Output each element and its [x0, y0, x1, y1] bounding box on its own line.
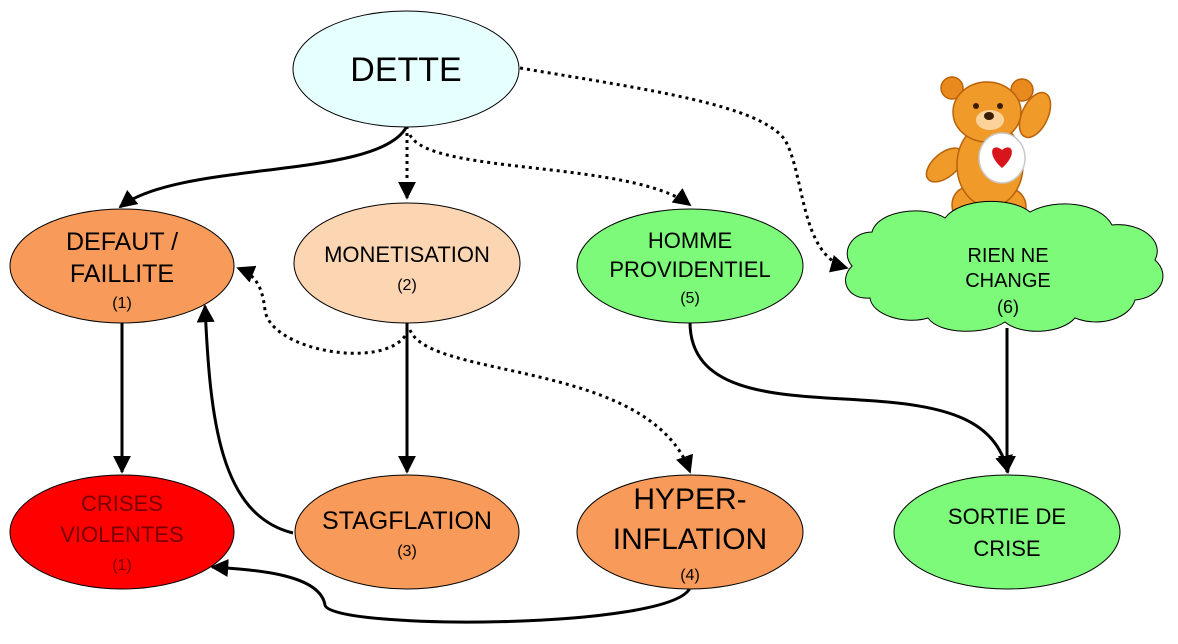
node-homme-line2: PROVIDENTIEL	[609, 257, 770, 282]
node-dette-label: DETTE	[350, 51, 461, 89]
node-hyper: HYPER- INFLATION (4)	[576, 474, 804, 590]
edge-monetisation-hyper	[408, 329, 693, 474]
node-stagflation-number: (3)	[397, 543, 417, 560]
node-hyper-line1: HYPER-	[633, 483, 746, 516]
node-hyper-line2: INFLATION	[613, 523, 767, 556]
node-monetisation-number: (2)	[397, 277, 417, 294]
node-rien-number: (6)	[997, 297, 1019, 317]
node-crises-line2: VIOLENTES	[60, 522, 183, 547]
node-crises: CRISES VIOLENTES (1)	[9, 474, 235, 590]
node-defaut-line1: DEFAUT /	[66, 228, 178, 256]
edge-dette-rien	[519, 66, 849, 273]
node-defaut-number: (1)	[112, 295, 132, 312]
node-stagflation-line1: STAGFLATION	[322, 507, 492, 535]
node-sortie-line2: CRISE	[973, 536, 1040, 561]
node-stagflation-shape	[294, 474, 520, 590]
node-dette-shape	[292, 10, 520, 128]
node-defaut-shape	[9, 208, 235, 324]
node-monetisation: MONETISATION (2)	[293, 202, 521, 324]
node-sortie: SORTIE DE CRISE	[893, 474, 1121, 590]
node-homme: HOMME PROVIDENTIEL (5)	[576, 208, 804, 324]
node-sortie-shape	[893, 474, 1121, 590]
node-homme-shape	[576, 208, 804, 324]
node-dette: DETTE	[292, 10, 520, 128]
node-rien-line1: RIEN NE	[967, 245, 1048, 267]
edge-stagflation-defaut	[196, 304, 294, 535]
node-monetisation-line1: MONETISATION	[324, 242, 490, 267]
node-crises-line1: CRISES	[81, 491, 163, 516]
node-hyper-shape	[576, 474, 804, 590]
care-bear-heart-icon	[925, 76, 1052, 226]
node-stagflation: STAGFLATION (3)	[294, 474, 520, 590]
node-homme-line1: HOMME	[648, 228, 732, 253]
edge-hyper-crises	[210, 559, 692, 624]
node-monetisation-shape	[293, 202, 521, 324]
node-sortie-line1: SORTIE DE	[948, 504, 1066, 529]
node-defaut-line2: FAILLITE	[70, 260, 174, 288]
node-homme-number: (5)	[680, 290, 700, 307]
node-rien-line2: CHANGE	[965, 270, 1051, 292]
node-hyper-number: (4)	[680, 567, 700, 584]
edge-dette-defaut	[118, 125, 409, 209]
node-rien-shape	[845, 200, 1164, 332]
edge-dette-homme	[408, 134, 692, 207]
node-rien: RIEN NE CHANGE (6)	[845, 200, 1164, 332]
node-defaut: DEFAUT / FAILLITE (1)	[9, 208, 235, 324]
node-crises-number: (1)	[112, 557, 132, 574]
node-crises-shape	[9, 474, 235, 590]
edge-homme-sortie	[688, 321, 1013, 474]
